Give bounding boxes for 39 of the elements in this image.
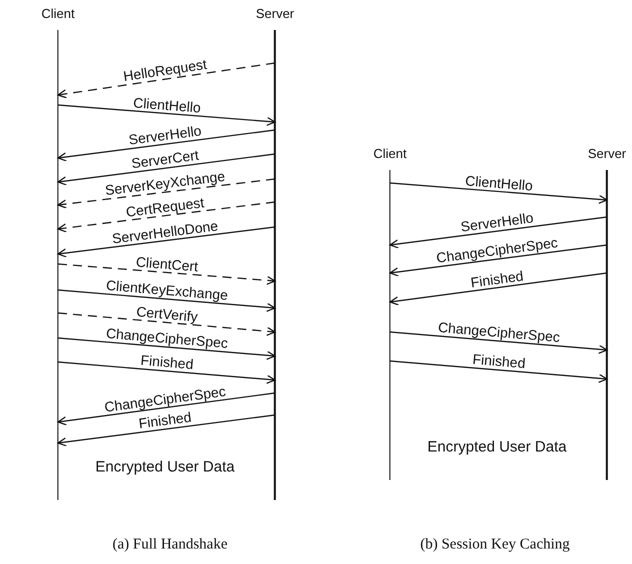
- message-arrow: [58, 337, 276, 360]
- message-label: ServerHello: [459, 210, 536, 234]
- message-label: ChangeCipherSpec: [104, 326, 230, 350]
- message-label: ServerCert: [130, 148, 201, 170]
- message-arrow: [58, 289, 276, 312]
- message-arrow: [57, 62, 276, 98]
- message-label: Finished: [139, 352, 196, 372]
- message-label: Finished: [471, 352, 528, 370]
- message-arrow: [57, 414, 276, 447]
- message-label: Finished: [137, 410, 194, 431]
- participant-name: Server: [588, 146, 626, 163]
- figure-caption: (b) Session Key Caching: [420, 536, 570, 554]
- participant-name: Server: [256, 6, 294, 23]
- message-arrow: [58, 263, 276, 285]
- participant-name: Client: [41, 6, 75, 23]
- message-arrow: [390, 360, 608, 383]
- message-arrow: [58, 361, 276, 384]
- participant-name: Client: [373, 146, 407, 163]
- message-arrow: [57, 392, 276, 426]
- message-arrow: [389, 272, 608, 306]
- message-label: Finished: [469, 268, 526, 290]
- message-arrow: [389, 244, 608, 277]
- message-label: ChangeCipherSpec: [436, 320, 562, 344]
- message-arrow: [57, 153, 276, 186]
- data-phase-label: Encrypted User Data: [95, 458, 235, 476]
- message-label: ClientKeyExchange: [104, 278, 230, 302]
- message-arrow: [389, 216, 608, 249]
- message-label: ClientCert: [134, 254, 200, 273]
- message-label: ServerHello: [127, 123, 204, 147]
- data-phase-label: Encrypted User Data: [427, 438, 567, 456]
- figure-caption: (a) Full Handshake: [112, 536, 228, 554]
- message-arrow: [58, 312, 276, 336]
- message-arrow: [390, 182, 608, 204]
- message-arrow: [57, 129, 276, 162]
- message-arrow: [57, 226, 276, 258]
- message-arrow: [57, 178, 276, 209]
- message-arrow: [390, 331, 608, 354]
- message-arrow: [57, 201, 276, 233]
- message-arrow: [58, 104, 276, 126]
